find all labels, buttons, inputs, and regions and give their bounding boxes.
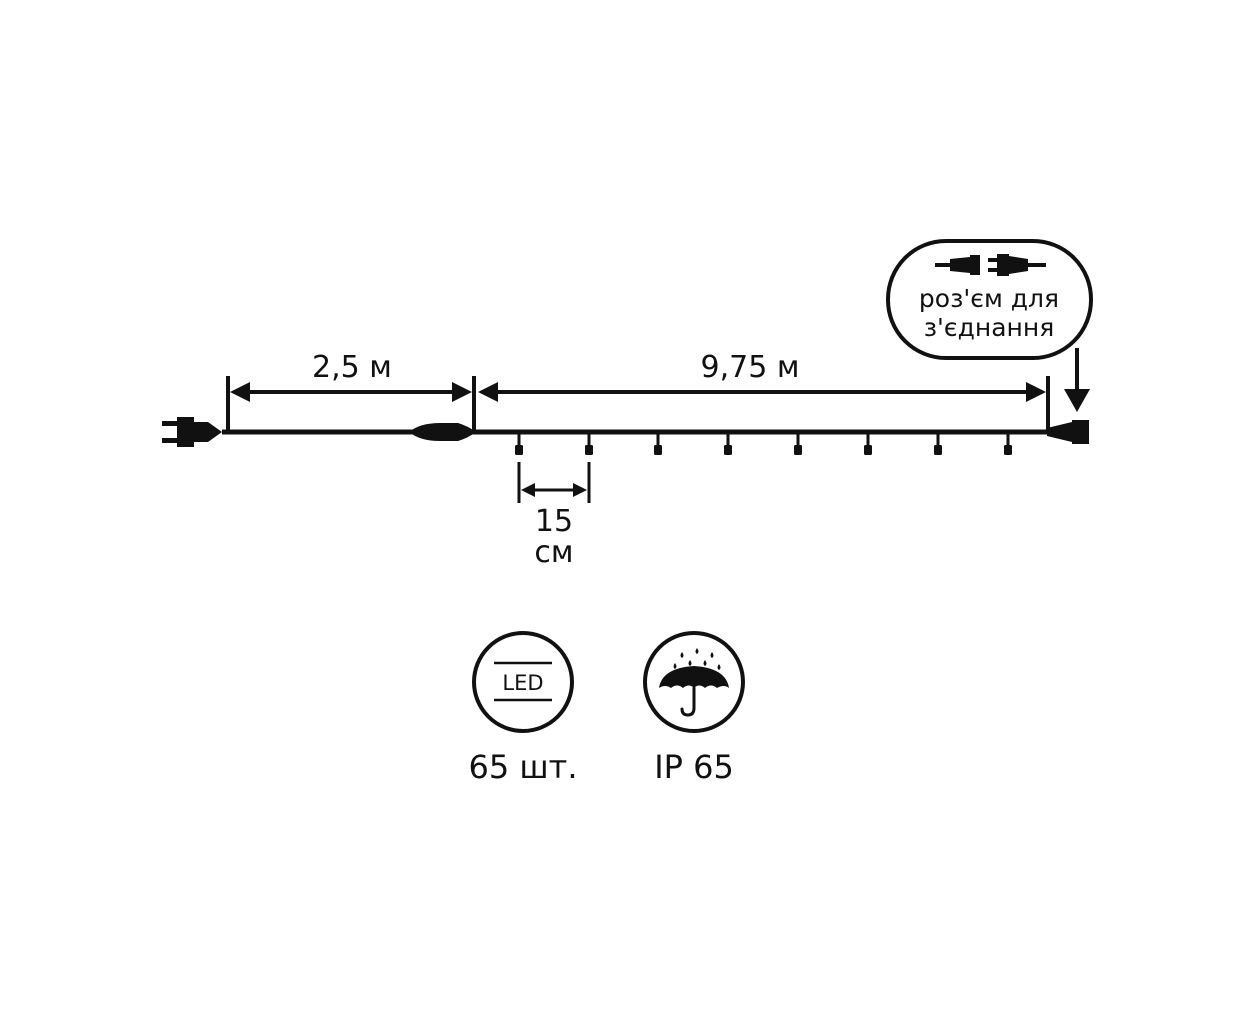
lit-section-length-label: 9,75 м	[701, 350, 800, 385]
spacing-value-label: 15	[535, 504, 573, 539]
dimension-lead-cable: 2,5 м	[226, 350, 476, 430]
dimension-lit-section: 9,75 м	[478, 350, 1050, 430]
led-drops	[515, 432, 1012, 455]
led-drop	[585, 432, 593, 455]
led-drop	[654, 432, 662, 455]
led-drop	[724, 432, 732, 455]
connector-callout: роз'єм для з'єднання	[886, 239, 1093, 412]
connector-callout-line2: з'єднання	[924, 313, 1055, 342]
spacing-unit-label: см	[534, 535, 573, 570]
led-drop	[864, 432, 872, 455]
led-count-caption: 65 шт.	[469, 748, 578, 786]
connector-callout-line1: роз'єм для	[919, 284, 1059, 313]
umbrella-icon	[659, 648, 729, 717]
plug-icon	[162, 417, 222, 447]
led-drop	[1004, 432, 1012, 455]
led-icon: LED	[494, 661, 552, 702]
dimension-spacing: 15 см	[517, 462, 591, 570]
connector-pair-icon	[935, 254, 1046, 276]
led-drop	[794, 432, 802, 455]
end-connector	[1047, 420, 1089, 444]
ip-badge: IP 65	[643, 631, 745, 786]
lead-cable-length-label: 2,5 м	[312, 350, 392, 385]
led-icon-label: LED	[502, 671, 543, 695]
led-badge: LED 65 шт.	[469, 631, 578, 786]
led-drop	[515, 432, 523, 455]
led-drop	[934, 432, 942, 455]
ip-rating-caption: IP 65	[654, 748, 734, 786]
cable-junction	[409, 423, 476, 441]
